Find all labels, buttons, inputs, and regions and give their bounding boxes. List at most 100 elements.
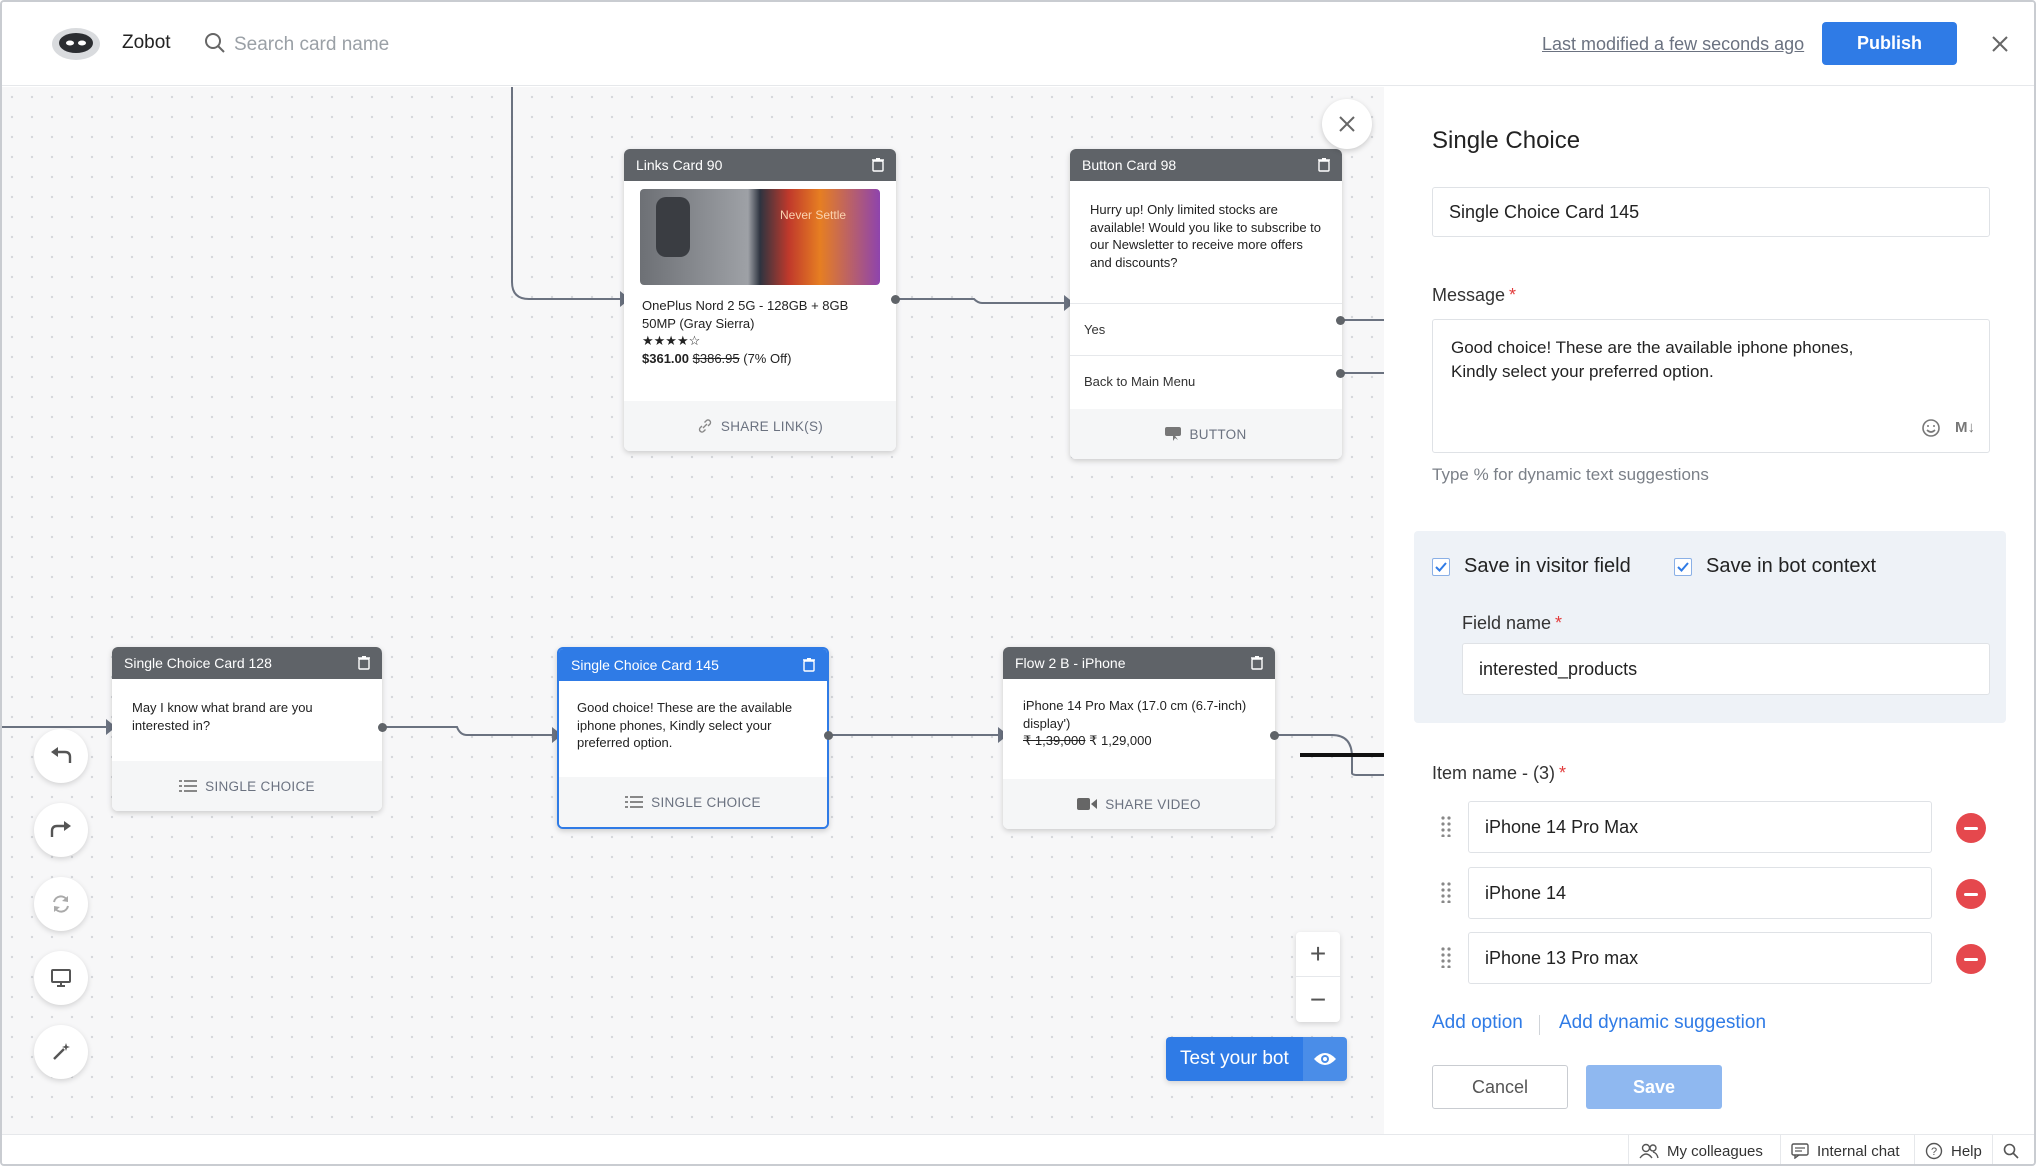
search-input[interactable]	[234, 28, 534, 62]
card-footer: SHARE LINK(S)	[624, 401, 896, 451]
card-footer-label: SINGLE CHOICE	[205, 778, 315, 794]
product-image: Never Settle	[640, 189, 880, 285]
my-colleagues-button[interactable]: My colleagues	[1628, 1135, 1773, 1164]
test-bot-label[interactable]: Test your bot	[1166, 1037, 1303, 1081]
flow-canvas[interactable]: Links Card 90 Never Settle OnePlus Nord …	[2, 87, 1384, 1134]
magic-wand-icon[interactable]	[34, 1025, 88, 1079]
last-modified-link[interactable]: Last modified a few seconds ago	[1542, 34, 1805, 54]
help-icon: ?	[1925, 1142, 1943, 1160]
old-price: ₹ 1,39,000	[1023, 733, 1086, 748]
product-discount: (7% Off)	[743, 350, 792, 366]
item-input[interactable]: iPhone 14 Pro Max	[1468, 801, 1932, 853]
output-port[interactable]	[1336, 369, 1345, 378]
single-choice-card-128[interactable]: Single Choice Card 128 May I know what b…	[112, 647, 382, 811]
message-textarea[interactable]: Good choice! These are the available iph…	[1432, 319, 1990, 453]
remove-item-icon[interactable]	[1956, 879, 1986, 909]
button-icon	[1165, 427, 1182, 441]
links-card[interactable]: Links Card 90 Never Settle OnePlus Nord …	[624, 149, 896, 451]
card-footer-label: BUTTON	[1189, 426, 1247, 442]
rating-stars: ★★★★☆	[642, 333, 701, 348]
help-label: Help	[1951, 1142, 1982, 1160]
eye-icon[interactable]	[1302, 1037, 1347, 1081]
output-port[interactable]	[1270, 731, 1279, 740]
panel-title: Single Choice	[1432, 127, 1581, 154]
help-button[interactable]: ? Help	[1914, 1135, 1992, 1164]
button-option-main-menu[interactable]: Back to Main Menu	[1070, 355, 1342, 407]
trash-icon[interactable]	[1251, 656, 1263, 670]
status-search-button[interactable]	[1992, 1135, 2029, 1164]
save-bot-context-label: Save in bot context	[1706, 555, 1877, 577]
drag-handle-icon[interactable]	[1440, 946, 1452, 968]
zobot-logo-icon	[50, 26, 102, 62]
button-card[interactable]: Button Card 98 Hurry up! Only limited st…	[1070, 149, 1342, 459]
internal-chat-label: Internal chat	[1817, 1142, 1900, 1160]
cancel-button[interactable]: Cancel	[1432, 1065, 1568, 1109]
single-choice-card-145[interactable]: Single Choice Card 145 Good choice! Thes…	[557, 647, 829, 829]
item-input[interactable]: iPhone 14	[1468, 867, 1932, 919]
card-footer: BUTTON	[1070, 409, 1342, 459]
close-icon[interactable]	[1986, 30, 2014, 58]
product-name: OnePlus Nord 2 5G - 128GB + 8GB 50MP (Gr…	[642, 298, 849, 331]
zoom-controls: + −	[1296, 932, 1340, 1022]
item-input[interactable]: iPhone 13 Pro max	[1468, 932, 1932, 984]
save-button[interactable]: Save	[1586, 1065, 1722, 1109]
trash-icon[interactable]	[1318, 158, 1330, 172]
link-divider	[1539, 1015, 1540, 1035]
card-message: iPhone 14 Pro Max (17.0 cm (6.7-inch) di…	[1023, 698, 1247, 731]
dynamic-text-hint: Type % for dynamic text suggestions	[1432, 465, 1709, 484]
refresh-icon[interactable]	[34, 877, 88, 931]
output-port[interactable]	[1336, 316, 1345, 325]
card-message: Hurry up! Only limited stocks are availa…	[1090, 202, 1321, 270]
monitor-icon[interactable]	[34, 951, 88, 1005]
redo-icon[interactable]	[34, 803, 88, 857]
field-name-label: Field name*	[1462, 613, 1563, 633]
internal-chat-button[interactable]: Internal chat	[1780, 1135, 1910, 1164]
test-bot-button[interactable]: Test your bot	[1166, 1037, 1347, 1081]
drag-handle-icon[interactable]	[1440, 815, 1452, 837]
button-option-yes[interactable]: Yes	[1070, 303, 1342, 355]
remove-item-icon[interactable]	[1956, 944, 1986, 974]
output-port[interactable]	[824, 731, 833, 740]
card-title: Flow 2 B - iPhone	[1015, 655, 1126, 671]
output-port[interactable]	[891, 295, 900, 304]
zoom-in-icon[interactable]: +	[1296, 932, 1340, 977]
field-name-input[interactable]: interested_products	[1462, 643, 1990, 695]
product-price: $361.00	[642, 350, 689, 366]
trash-icon[interactable]	[358, 656, 370, 670]
add-dynamic-suggestion-link[interactable]: Add dynamic suggestion	[1559, 1012, 1767, 1033]
card-footer: SINGLE CHOICE	[112, 761, 382, 811]
top-bar: Zobot Last modified a few seconds ago Pu…	[2, 2, 2034, 86]
price-line: ₹ 1,39,000 ₹ 1,29,000	[1023, 732, 1255, 750]
properties-panel: Single Choice Single Choice Card 145 Mes…	[1384, 87, 2034, 1134]
zoom-out-icon[interactable]: −	[1309, 983, 1327, 1015]
item-row: iPhone 14	[1432, 867, 1992, 919]
markdown-icon[interactable]: M↓	[1955, 419, 1975, 436]
message-text: Good choice! These are the available iph…	[1451, 338, 1854, 381]
card-footer-label: SHARE LINK(S)	[720, 418, 824, 434]
drag-handle-icon[interactable]	[1440, 881, 1452, 903]
emoji-icon[interactable]	[1921, 418, 1941, 438]
output-port[interactable]	[378, 723, 387, 732]
trash-icon[interactable]	[803, 658, 815, 672]
save-options: Save in visitor field Save in bot contex…	[1414, 531, 2006, 723]
remove-item-icon[interactable]	[1956, 813, 1986, 843]
item-name-label: Item name - (3)*	[1432, 763, 1567, 783]
search-icon	[2003, 1143, 2019, 1159]
checkbox-checked-icon[interactable]	[1432, 557, 1450, 576]
video-icon	[1077, 798, 1098, 810]
card-title: Links Card 90	[636, 157, 723, 173]
trash-icon[interactable]	[872, 158, 884, 172]
add-option-link[interactable]: Add option	[1432, 1012, 1523, 1033]
list-icon	[179, 780, 198, 792]
card-name-input[interactable]: Single Choice Card 145	[1432, 187, 1990, 237]
undo-icon[interactable]	[34, 729, 88, 783]
card-footer: SINGLE CHOICE	[559, 777, 827, 827]
close-panel-icon[interactable]	[1322, 99, 1372, 149]
flow-card[interactable]: Flow 2 B - iPhone iPhone 14 Pro Max (17.…	[1003, 647, 1275, 829]
checkbox-checked-icon[interactable]	[1674, 557, 1692, 576]
publish-button[interactable]: Publish	[1822, 22, 1957, 65]
product-price-line: $361.00 $386.95 (7% Off)	[642, 350, 878, 368]
list-icon	[625, 796, 644, 808]
save-bot-context-checkbox[interactable]: Save in bot context	[1674, 555, 1876, 578]
save-visitor-checkbox[interactable]: Save in visitor field	[1432, 555, 1631, 578]
